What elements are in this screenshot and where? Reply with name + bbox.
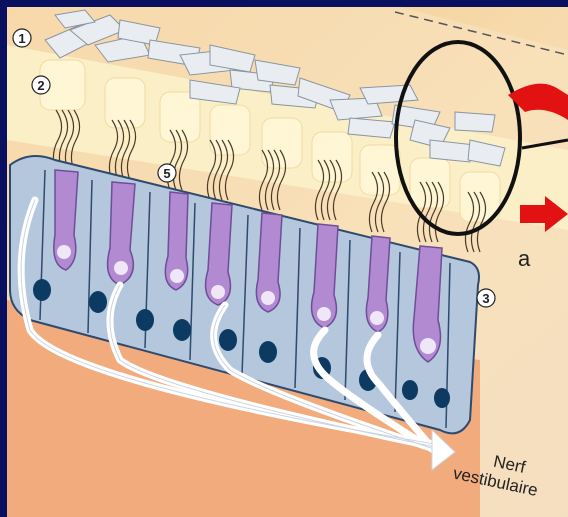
marker-1: 1 [13,29,31,47]
marker-2: 2 [32,76,50,94]
svg-text:1: 1 [18,31,25,46]
direction-label: a [518,246,531,271]
svg-text:5: 5 [163,166,170,181]
svg-text:3: 3 [482,291,489,306]
marker-3: 3 [477,289,495,307]
svg-text:2: 2 [37,78,44,93]
marker-5: 5 [158,164,176,182]
